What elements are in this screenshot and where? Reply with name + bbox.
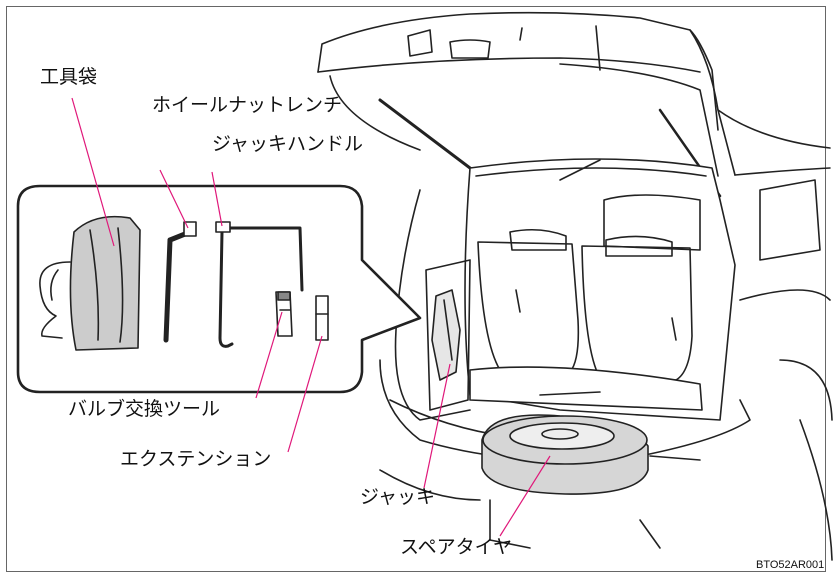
label-wheel-nut-wrench: ホイールナットレンチ [152, 94, 343, 116]
leader-lines [71, 97, 551, 537]
spare-tire-drawing [481, 414, 649, 495]
label-bulb-tool: バルブ交換ツール [68, 398, 221, 420]
vehicle-drawing [317, 11, 833, 561]
label-tool-bag: 工具袋 [40, 66, 98, 88]
label-jack: ジャッキ [360, 486, 436, 508]
label-spare-tire: スペアタイヤ [400, 536, 513, 558]
tools-inset [16, 184, 422, 394]
label-extension: エクステンション [120, 448, 272, 470]
figure-border [6, 6, 826, 572]
figure-code: BTO52AR001 [756, 559, 825, 571]
label-jack-handle: ジャッキハンドル [212, 133, 364, 155]
